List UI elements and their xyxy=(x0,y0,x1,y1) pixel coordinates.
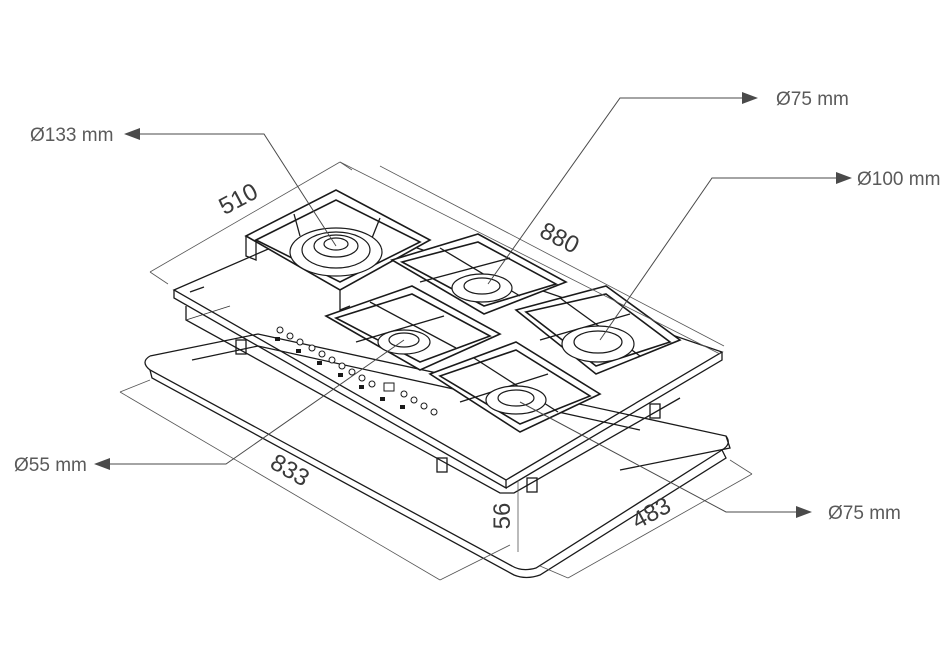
rear-burner-right xyxy=(561,325,635,363)
callout-front-burner-right: Ø75 mm xyxy=(519,401,901,524)
rear-burner-left xyxy=(451,273,513,303)
wok-burner xyxy=(289,227,383,277)
dimension-height: 56 xyxy=(489,480,519,552)
callout-rear-burner-right: Ø100 mm xyxy=(599,169,940,341)
callout-auxiliary-burner: Ø55 mm xyxy=(14,339,405,476)
cutout-depth-label: 483 xyxy=(627,492,675,535)
depth-dimension-label: 510 xyxy=(214,178,262,221)
front-burner-right xyxy=(485,385,547,415)
dimension-cutout-depth: 483 xyxy=(539,459,753,579)
rear-burner-left-diameter-label: Ø75 mm xyxy=(776,89,849,110)
width-dimension-label: 880 xyxy=(535,217,583,259)
auxiliary-burner xyxy=(377,329,431,355)
front-burner-right-diameter-label: Ø75 mm xyxy=(828,503,901,524)
rear-burner-right-diameter-label: Ø100 mm xyxy=(857,169,940,190)
wok-burner-diameter-label: Ø133 mm xyxy=(30,125,113,146)
callout-rear-burner-left: Ø75 mm xyxy=(487,89,849,285)
touch-controls xyxy=(275,326,438,416)
height-dimension-label: 56 xyxy=(489,503,516,530)
callout-wok-burner: Ø133 mm xyxy=(30,125,337,247)
auxiliary-burner-diameter-label: Ø55 mm xyxy=(14,455,87,476)
dimension-cutout-width: 833 xyxy=(119,379,511,581)
